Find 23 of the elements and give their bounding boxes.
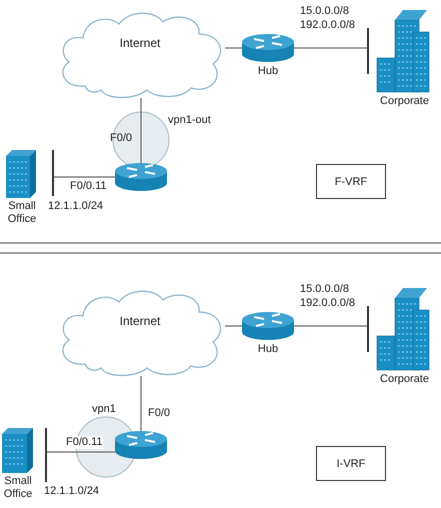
node-label: Hub [256, 65, 280, 78]
connector-line [54, 176, 116, 178]
interface-label: vpn1-out [168, 114, 211, 127]
vrf-box: I-VRF [316, 446, 386, 481]
node-label: Internet [118, 315, 162, 328]
interface-label: vpn1 [92, 403, 116, 416]
connector-line [140, 376, 142, 432]
subnet-label: 192.0.0.0/8 [300, 19, 356, 32]
subnet-label: 15.0.0.0/8 [300, 5, 349, 18]
node-label: Internet [118, 37, 162, 50]
subnet-label: 192.0.0.0/8 [300, 297, 356, 310]
node-label: Hub [256, 343, 280, 356]
node-label: Corporate [379, 373, 430, 386]
edge-label: F0/0.11 [66, 436, 102, 449]
interface-label: F0/0 [148, 407, 170, 420]
node-label: Small Office [6, 200, 38, 226]
node-label: Corporate [379, 95, 430, 108]
subnet-label: 12.1.1.0/24 [44, 485, 100, 498]
subnet-label: 15.0.0.0/8 [300, 283, 349, 296]
node-label: Small Office [2, 475, 34, 501]
interface-label: F0/0 [110, 132, 132, 145]
vrf-box: F-VRF [316, 164, 386, 199]
subnet-label: 12.1.1.0/24 [48, 200, 104, 213]
